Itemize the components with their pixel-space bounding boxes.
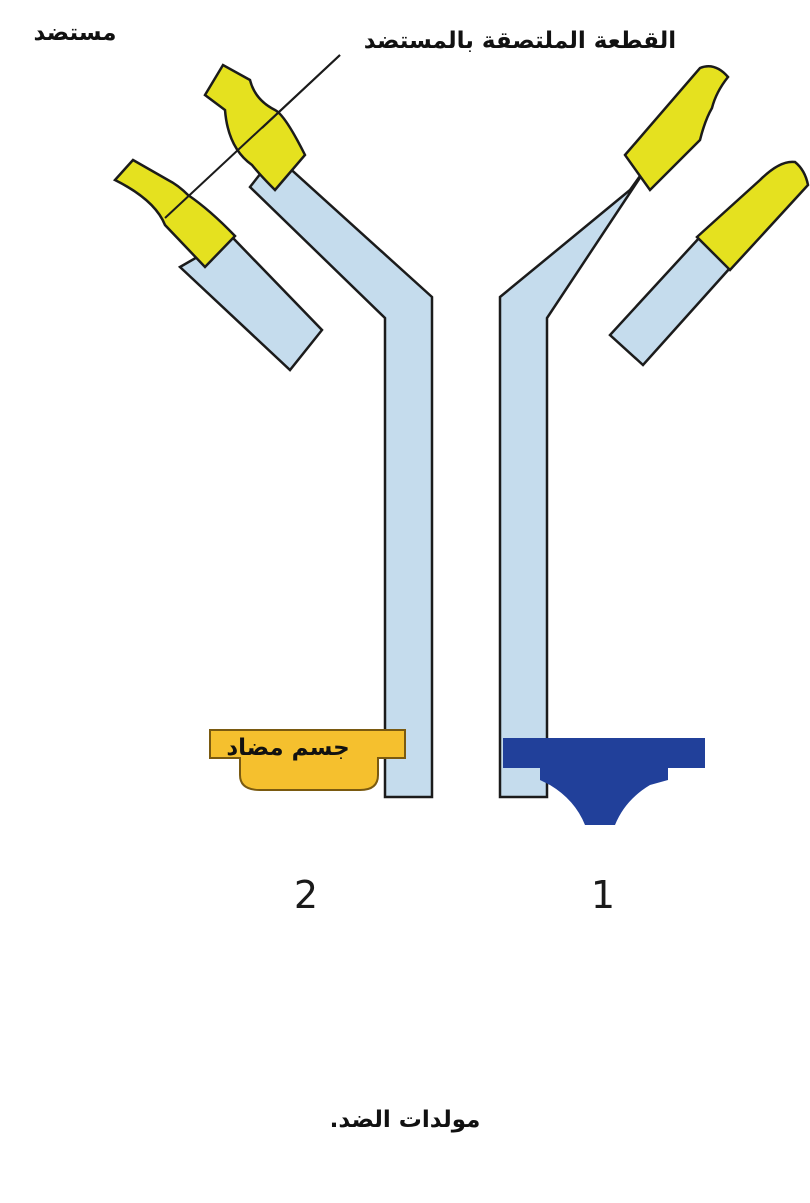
antigen-number-1: 1: [591, 873, 615, 917]
antigen-top-label: مستضد: [34, 20, 117, 46]
variable-region-left-heavy: [205, 65, 305, 190]
antibody-label: جسم مضاد: [226, 735, 349, 761]
variable-region-right-light: [697, 162, 808, 270]
light-chain-right: [610, 237, 730, 365]
heavy-chain-left: [250, 155, 432, 797]
antigens-caption: مولدات الضد.: [330, 1107, 481, 1133]
antigen-number-2: 2: [294, 873, 318, 917]
binding-fragment-label: القطعة الملتصقة بالمستضد: [364, 28, 676, 54]
variable-region-right-heavy: [625, 66, 728, 190]
variable-region-left-light: [115, 160, 235, 267]
heavy-chain-right: [500, 155, 655, 797]
